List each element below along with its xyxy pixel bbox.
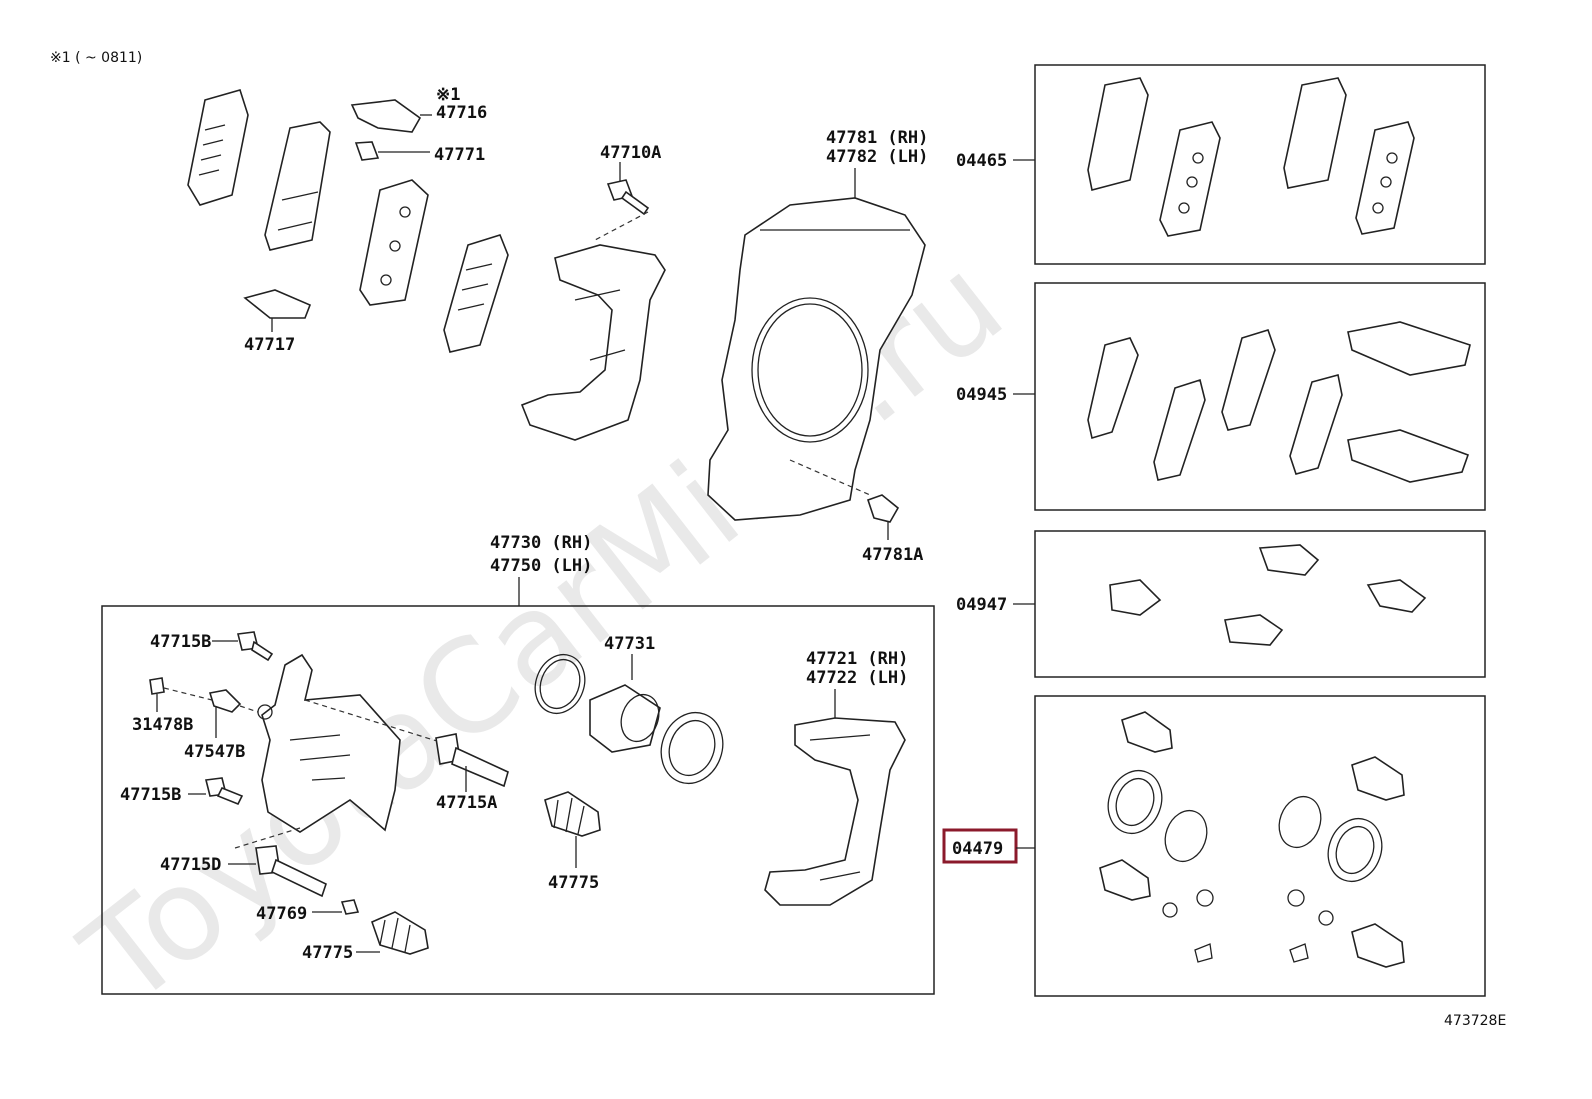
piston-47731 <box>589 684 661 753</box>
caliper-bracket-top <box>520 244 666 441</box>
cap-31478B <box>149 677 165 695</box>
label-04465: 04465 <box>956 151 1007 171</box>
bolt-47710A <box>606 179 650 216</box>
dust-shield <box>707 197 926 521</box>
bleeder-bolt-47715B-top <box>237 631 274 662</box>
bleeder-47547B <box>208 689 242 713</box>
label-47769: 47769 <box>256 904 307 924</box>
kit-box-04945 <box>1034 282 1486 511</box>
caliper-body <box>257 653 401 833</box>
highlight-04479 <box>942 828 1018 864</box>
boot-47775-bottom <box>371 911 429 955</box>
brake-pad-outer <box>264 121 331 251</box>
label-47750: 47750 (LH) <box>490 556 592 576</box>
label-47715D: 47715D <box>160 855 221 875</box>
piston-seal <box>534 653 586 715</box>
kit-04465-pads <box>1087 77 1415 237</box>
clip-47717 <box>243 289 312 319</box>
label-47721: 47721 (RH) <box>806 649 908 669</box>
kit-box-04479 <box>1034 695 1486 997</box>
bushing-47769 <box>340 899 360 915</box>
kit-04945-shims <box>1087 321 1471 483</box>
kit-04479-seals <box>1099 711 1405 968</box>
boot-47775-middle <box>544 791 601 837</box>
bolt-47781A <box>866 494 900 523</box>
label-47781: 47781 (RH) <box>826 128 928 148</box>
label-04945: 04945 <box>956 385 1007 405</box>
label-47730: 47730 (RH) <box>490 533 592 553</box>
clip-47771 <box>354 141 380 161</box>
label-47717: 47717 <box>244 335 295 355</box>
label-47715A: 47715A <box>436 793 497 813</box>
clip-47716 <box>350 99 422 133</box>
label-47722: 47722 (LH) <box>806 668 908 688</box>
label-04479: 04479 <box>952 839 1003 859</box>
slide-pin-47715A <box>435 733 509 788</box>
label-47716: 47716 <box>436 103 487 123</box>
label-47781A: 47781A <box>862 545 923 565</box>
caliper-bracket-47721 <box>764 717 906 906</box>
kit-04947-clips <box>1109 544 1427 646</box>
label-47775-middle: 47775 <box>548 873 599 893</box>
label-47710A: 47710A <box>600 143 661 163</box>
label-47775-bottom: 47775 <box>302 943 353 963</box>
kit-box-04465 <box>1034 64 1486 265</box>
shim-outer-left <box>187 89 249 206</box>
figure-code: 473728E <box>1444 1013 1506 1029</box>
label-47731: 47731 <box>604 634 655 654</box>
label-47716-note: ※1 <box>436 85 460 105</box>
shim-inner-right <box>443 234 509 353</box>
slide-pin-47715D <box>255 845 327 898</box>
label-47715B-top: 47715B <box>150 632 211 652</box>
label-47547B: 47547B <box>184 742 245 762</box>
brake-pad-inner <box>359 179 429 306</box>
header-note: ※1 ( ~ 0811) <box>50 50 142 66</box>
label-47771: 47771 <box>434 145 485 165</box>
label-47782: 47782 (LH) <box>826 147 928 167</box>
bleeder-bolt-47715B-bottom <box>205 777 244 806</box>
label-47715B-bottom: 47715B <box>120 785 181 805</box>
label-04947: 04947 <box>956 595 1007 615</box>
label-31478B: 31478B <box>132 715 193 735</box>
dust-boot-ring <box>660 711 724 785</box>
caliper-assembly-box <box>101 605 935 995</box>
